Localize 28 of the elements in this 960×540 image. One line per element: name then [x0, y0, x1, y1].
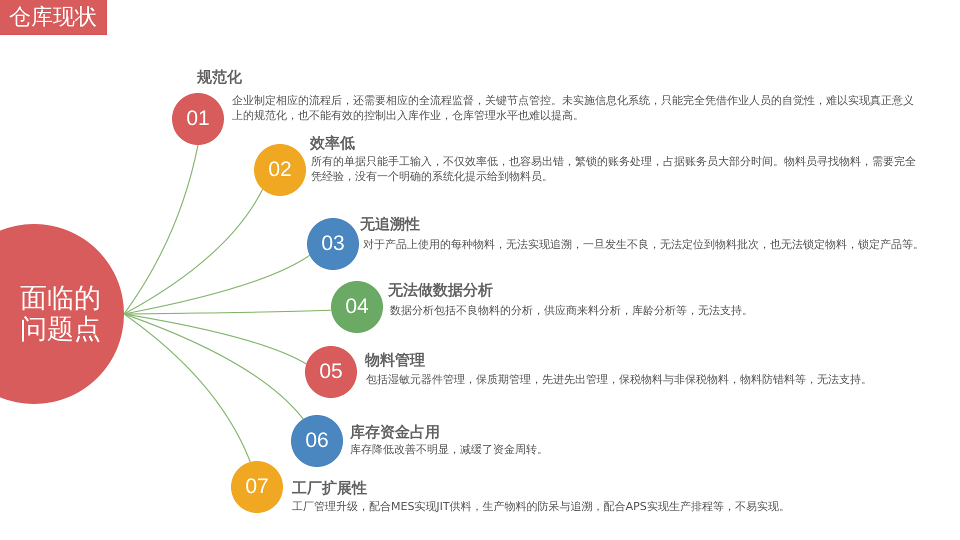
number-circle: 06	[291, 415, 343, 467]
number-circle: 02	[254, 144, 306, 196]
connector-line	[124, 313, 304, 420]
item-heading: 效率低	[310, 134, 355, 152]
item-description: 对于产品上使用的每种物料，无法实现追溯，一旦发生不良，无法定位到物料批次，也无法锁定物料，锁定产品等。	[363, 237, 925, 252]
connector-line	[124, 254, 310, 315]
connector-line	[124, 189, 264, 315]
item-description: 所有的单据只能手工输入，不仅效率低，也容易出错，繁锁的账务处理，占据账务员大部分时间。物料员寻找物料，需要完全凭经验，没有一个明确的系统化提示给到物料员。	[311, 154, 917, 184]
connector-line	[124, 314, 251, 462]
item-heading: 无法做数据分析	[388, 281, 493, 299]
item-description: 企业制定相应的流程后，还需要相应的全流程监督，关键节点管控。未实施信息化系统，只能完全凭借作业人员的自觉性，难以实现真正意义上的规范化，也不能有效的控制出入库作业，仓库管理水平也难以提高。	[232, 93, 915, 123]
topic-text: 面临的问题点	[20, 283, 102, 345]
item-heading: 规范化	[197, 68, 242, 86]
item-description: 工厂管理升级，配合MES实现JIT供料，生产物料的防呆与追溯，配合APS实现生产排程等，不易实现。	[292, 499, 791, 514]
title-banner: 仓库现状	[0, 0, 107, 35]
number-circle: 01	[172, 93, 224, 145]
item-description: 数据分析包括不良物料的分析，供应商来料分析，库龄分析等，无法支持。	[390, 303, 754, 318]
item-description: 库存降低改善不明显，减缓了资金周转。	[350, 442, 549, 457]
connector-line	[124, 144, 199, 314]
number-circle: 03	[307, 218, 359, 270]
item-heading: 库存资金占用	[350, 423, 440, 441]
item-description: 包括湿敏元器件管理，保质期管理，先进先出管理，保税物料与非保税物料，物料防错料等，无法支持。	[366, 372, 873, 387]
item-heading: 无追溯性	[360, 215, 420, 233]
number-circle: 07	[231, 461, 283, 513]
number-circle: 05	[305, 346, 357, 398]
item-heading: 物料管理	[365, 351, 425, 369]
item-heading: 工厂扩展性	[292, 479, 367, 497]
number-circle: 04	[331, 281, 383, 333]
